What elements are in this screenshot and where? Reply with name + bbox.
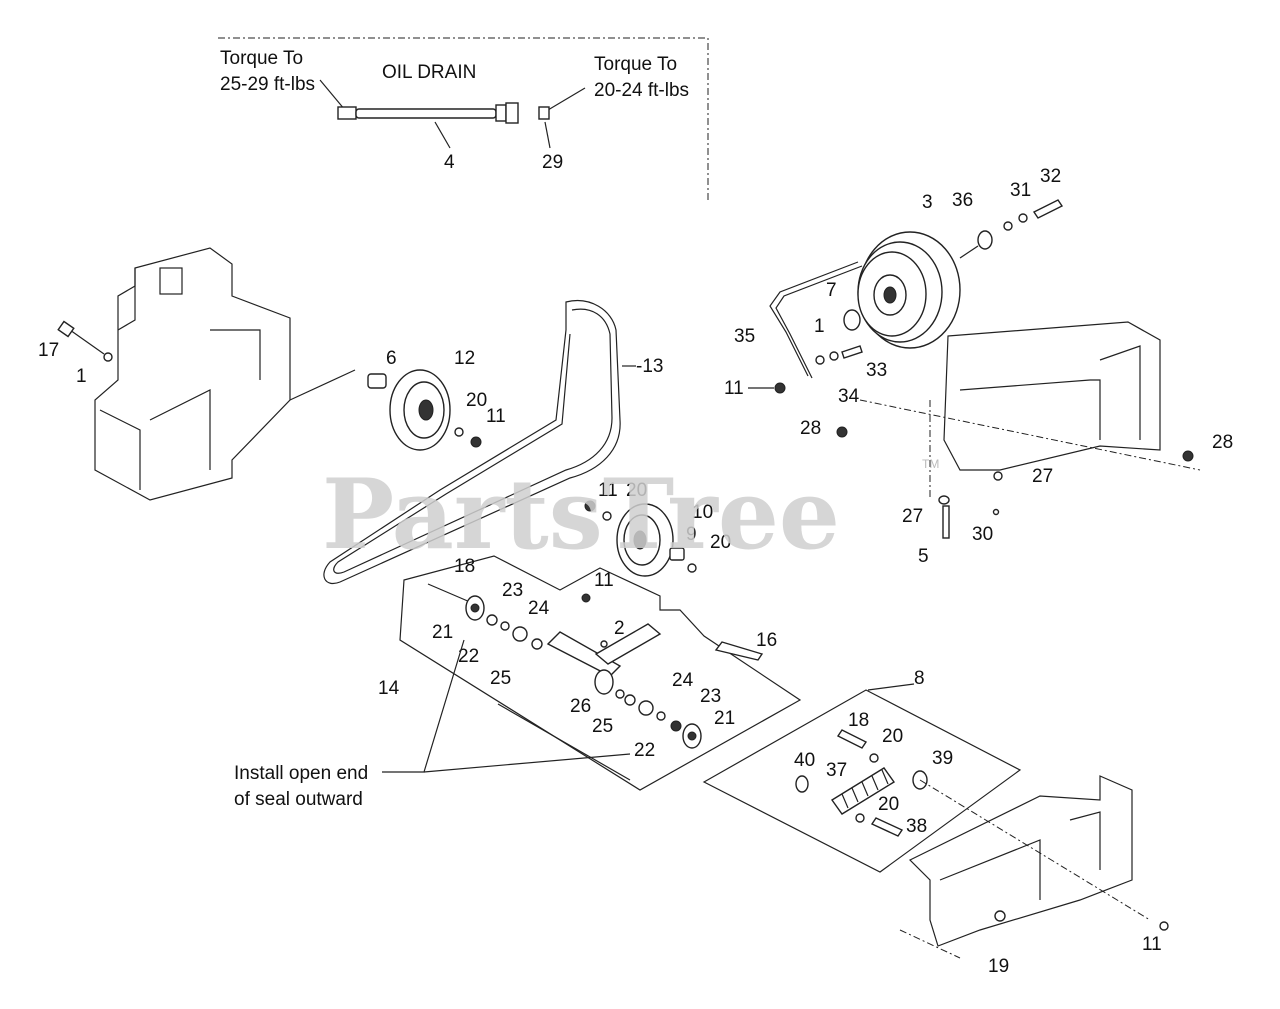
callout-25-b: 25 [592,716,613,737]
rear-frame-bracket [899,775,1169,959]
callout-38: 38 [906,816,927,837]
callout-22-a: 22 [458,646,479,667]
callout-11-a: 11 [486,406,506,427]
watermark-logo: PartsTree [322,458,840,571]
idler-pulley-12 [289,369,482,451]
left-engine-bracket [57,247,291,501]
callout-9: 9 [686,524,697,545]
callout-20-b: 20 [626,480,647,501]
callout-2: 2 [614,618,625,639]
callout-32: 32 [1040,166,1061,187]
electric-clutch-3 [769,199,1064,394]
callout-10: 10 [692,502,713,523]
watermark-trademark: TM [922,457,939,471]
callout-35: 35 [734,326,755,347]
callout-28-a: 28 [800,418,821,439]
torque-right-line1: Torque To [594,54,677,75]
callout-11-e: 11 [1142,934,1162,955]
callout-11-b: 11 [598,480,618,501]
callout-13: -13 [636,356,663,377]
callout-11-d: 11 [724,378,744,399]
callout-26: 26 [570,696,591,717]
idler-arm-assembly-14 [399,555,802,791]
inset-border [218,37,709,200]
torque-left-line1: Torque To [220,48,303,69]
callout-20-a: 20 [466,390,487,411]
seal-install-note: Install open end of seal outward [234,639,631,810]
callout-22-b: 22 [634,740,655,761]
callout-4: 4 [444,152,455,173]
callout-34: 34 [838,386,860,407]
callout-27-b: 27 [902,506,923,527]
torque-left-line2: 25-29 ft-lbs [220,74,315,95]
seal-note-line1: Install open end [234,763,368,784]
callout-21-b: 21 [714,708,735,729]
callout-25-a: 25 [490,668,511,689]
callout-8: 8 [914,668,925,689]
callout-18-b: 18 [848,710,869,731]
callout-23-b: 23 [700,686,721,707]
callout-36: 36 [952,190,973,211]
callout-20-d: 20 [882,726,903,747]
callout-27-a: 27 [1032,466,1053,487]
idler-pulley-10 [584,500,697,577]
callout-7: 7 [826,280,837,301]
callout-3: 3 [922,192,933,213]
callout-18-a: 18 [454,556,475,577]
callout-16: 16 [756,630,777,651]
callout-31: 31 [1010,180,1031,201]
callout-19: 19 [988,956,1009,977]
callout-20-c: 20 [710,532,731,553]
drain-plug [538,106,550,120]
callout-6: 6 [386,348,397,369]
callout-1-right: 1 [814,316,825,337]
partstree-watermark: PartsTree TM [322,457,939,571]
callout-29: 29 [542,152,563,173]
tension-spring-assembly-8 [702,683,1022,873]
callout-24-b: 24 [672,670,694,691]
callout-14: 14 [378,678,400,699]
torque-right-line2: 20-24 ft-lbs [594,80,689,101]
callout-20-e: 20 [878,794,899,815]
callout-33: 33 [866,360,887,381]
oil-drain-hose [337,102,519,124]
callout-37: 37 [826,760,847,781]
callout-30: 30 [972,524,993,545]
callout-40: 40 [794,750,815,771]
callout-28-b: 28 [1212,432,1233,453]
seal-note-line2: of seal outward [234,789,363,810]
callout-12: 12 [454,348,475,369]
oil-drain-title: OIL DRAIN [382,62,476,83]
callout-24-a: 24 [528,598,550,619]
callout-1-left: 1 [76,366,87,387]
callout-17: 17 [38,340,59,361]
callout-11-c: 11 [594,570,614,591]
right-frame-rail [836,321,1201,539]
callout-23-a: 23 [502,580,523,601]
callout-5: 5 [918,546,929,567]
oil-drain-inset: Torque To 25-29 ft-lbs OIL DRAIN Torque … [218,37,709,200]
callout-21-a: 21 [432,622,453,643]
drive-belt-13 [323,300,636,584]
callout-39: 39 [932,748,953,769]
